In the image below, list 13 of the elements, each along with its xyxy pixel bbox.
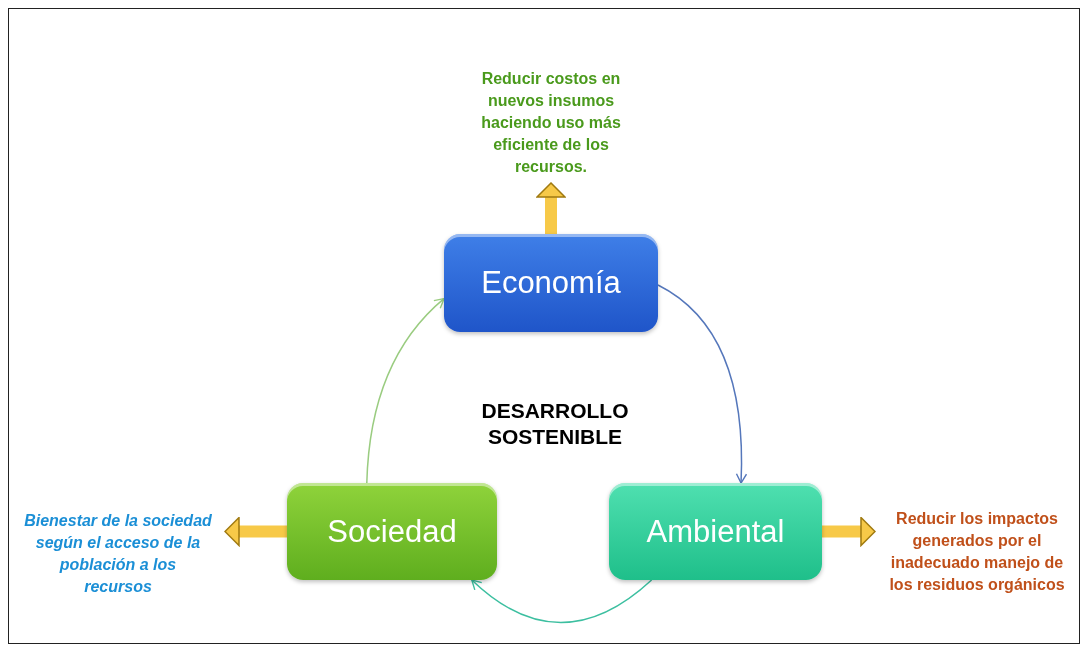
process-box: Ambiental xyxy=(609,483,822,580)
center-title: DESARROLLO SOSTENIBLE xyxy=(480,398,630,450)
note-text: Reducir los impactos generados por el inadecuado manejo de los residuos orgánicos xyxy=(876,490,1078,614)
note-text: Reducir costos en nuevos insumos haciendo uso más eficiente de los recursos. xyxy=(451,30,651,182)
block-arrow xyxy=(536,182,566,234)
process-box: Economía xyxy=(444,234,658,332)
curved-arrow xyxy=(471,579,653,624)
curved-arrow xyxy=(366,297,445,484)
block-arrow xyxy=(224,516,287,547)
block-arrow xyxy=(822,516,876,547)
curved-arrow xyxy=(657,284,747,484)
process-box: Sociedad xyxy=(287,483,497,580)
note-text: Bienestar de la sociedad según el acceso de la población a los recursos xyxy=(12,492,224,616)
